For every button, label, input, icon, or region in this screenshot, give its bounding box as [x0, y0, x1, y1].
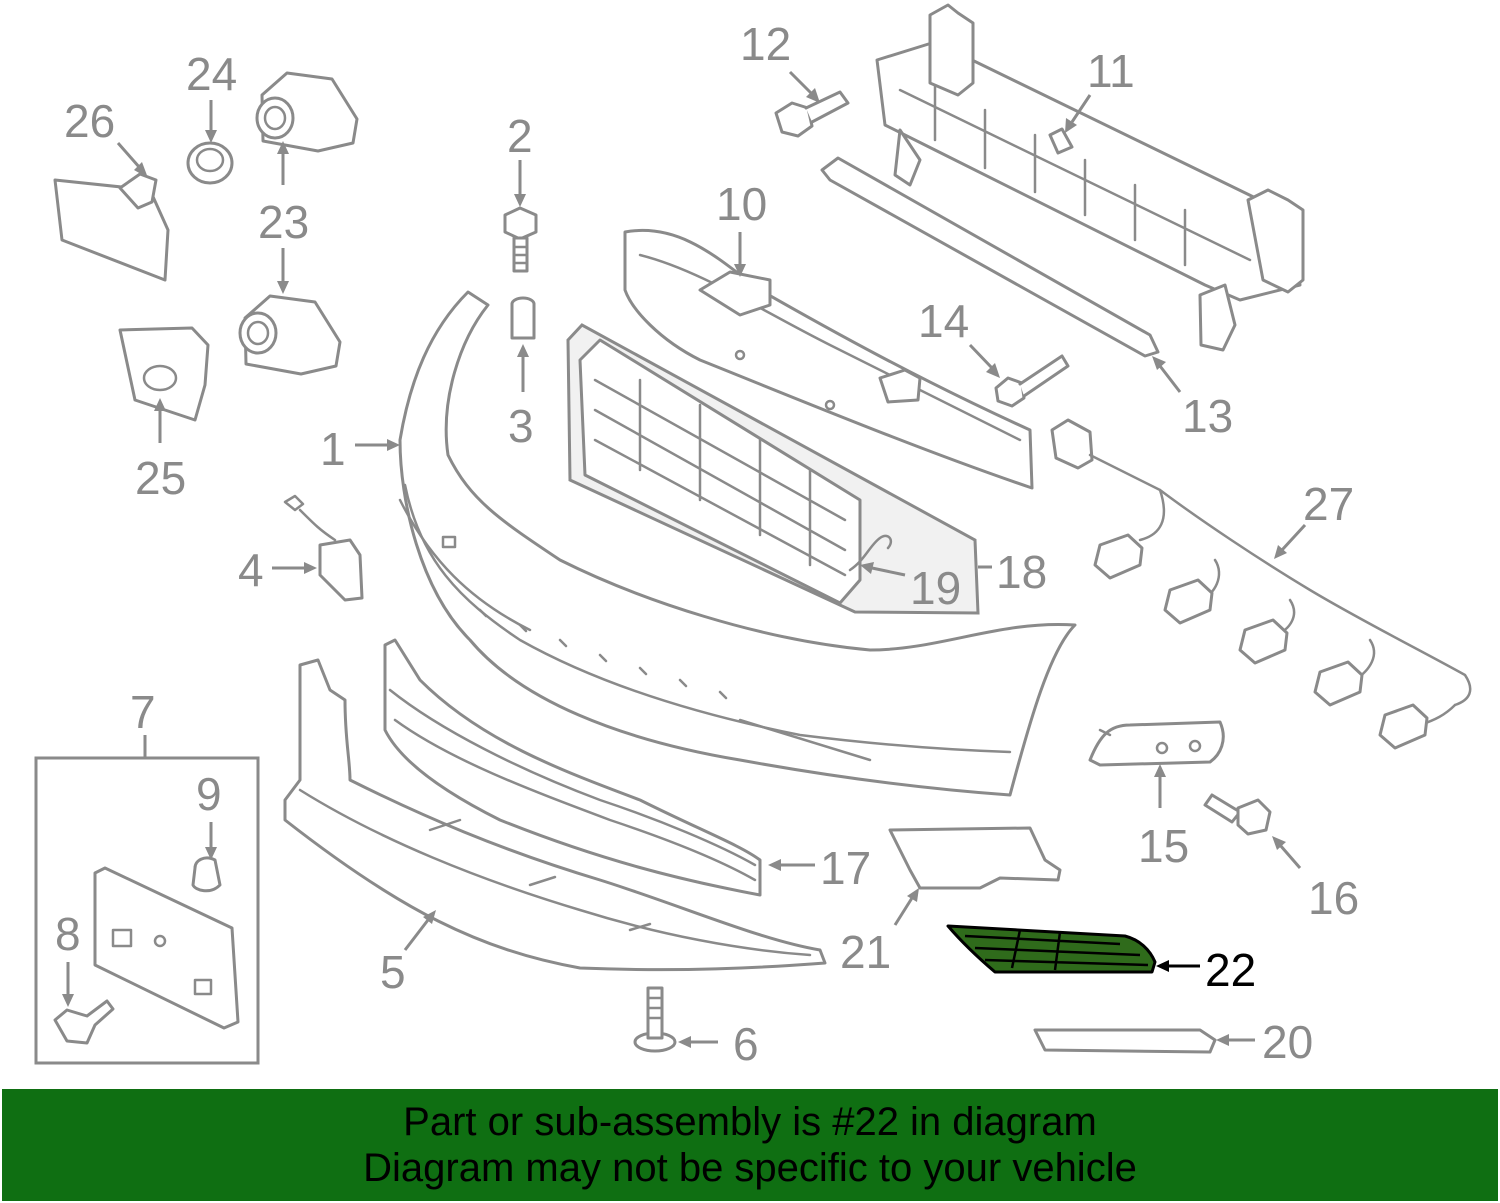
callout-1: 1 — [320, 423, 346, 475]
part-24-grommet — [186, 141, 234, 185]
part-7-license-bracket-kit — [34, 756, 260, 1065]
callout-8: 8 — [55, 908, 81, 960]
callout-25: 25 — [135, 452, 186, 504]
callout-11: 11 — [1087, 45, 1135, 97]
part-1-bumper-cover — [398, 290, 1077, 797]
part-22-grille-insert-highlighted — [946, 924, 1157, 974]
callout-10: 10 — [716, 178, 767, 230]
callout-4: 4 — [238, 544, 264, 596]
part-17-lower-grille — [383, 638, 762, 897]
part-26-bracket — [53, 172, 170, 282]
part-11-reinforcement — [875, 3, 1305, 352]
callout-18: 18 — [996, 546, 1047, 598]
part-23-sensor-lower — [238, 294, 342, 376]
part-13-bar-strip — [820, 156, 1160, 358]
part-12-bolt — [774, 90, 850, 138]
part-25-sensor-bracket — [118, 326, 210, 422]
callout-20: 20 — [1262, 1016, 1313, 1068]
banner-line-part-number: Part or sub-assembly is #22 in diagram — [403, 1100, 1097, 1144]
callout-5: 5 — [380, 946, 406, 998]
part-16-bolt — [1203, 793, 1272, 836]
callout-3: 3 — [508, 400, 534, 452]
callout-23: 23 — [258, 196, 309, 248]
part-21-bracket — [888, 826, 1062, 890]
callout-19: 19 — [910, 562, 961, 614]
part-5-spoiler — [283, 658, 827, 972]
callout-16: 16 — [1308, 872, 1359, 924]
part-10-absorber — [623, 229, 1034, 490]
callout-15: 15 — [1138, 820, 1189, 872]
callout-2: 2 — [507, 110, 533, 162]
callout-13: 13 — [1182, 390, 1233, 442]
part-27-wiring-harness — [1050, 418, 1472, 750]
part-3-clip-nut — [510, 296, 536, 340]
callout-26: 26 — [64, 95, 115, 147]
part-23-sensor-upper — [255, 71, 359, 153]
callout-22-highlighted: 22 — [1205, 944, 1256, 996]
callout-21: 21 — [840, 926, 891, 978]
callout-14: 14 — [918, 295, 969, 347]
callout-7: 7 — [130, 686, 156, 738]
callout-labels: 1 2 3 4 5 6 7 8 9 10 11 12 13 14 15 16 1… — [55, 18, 1359, 1070]
part-18-grille-assembly — [566, 323, 980, 615]
part-20-trim-strip — [1033, 1028, 1217, 1054]
callout-12: 12 — [740, 18, 791, 70]
part-14-bolt — [994, 354, 1070, 408]
part-2-bolt — [503, 206, 538, 273]
callout-24: 24 — [186, 48, 237, 100]
info-banner: Part or sub-assembly is #22 in diagram D… — [2, 1089, 1498, 1201]
callout-leaders — [62, 70, 1307, 1048]
part-15-lamp-trim — [1088, 720, 1225, 767]
callout-27: 27 — [1303, 478, 1354, 530]
parts-diagram: 1 2 3 4 5 6 7 8 9 10 11 12 13 14 15 16 1… — [34, 3, 1472, 1070]
callout-6: 6 — [733, 1018, 759, 1070]
part-6-push-clip — [633, 986, 677, 1053]
callout-9: 9 — [196, 768, 222, 820]
banner-line-disclaimer: Diagram may not be specific to your vehi… — [363, 1146, 1137, 1190]
part-4-module — [283, 494, 364, 602]
callout-17: 17 — [820, 842, 871, 894]
